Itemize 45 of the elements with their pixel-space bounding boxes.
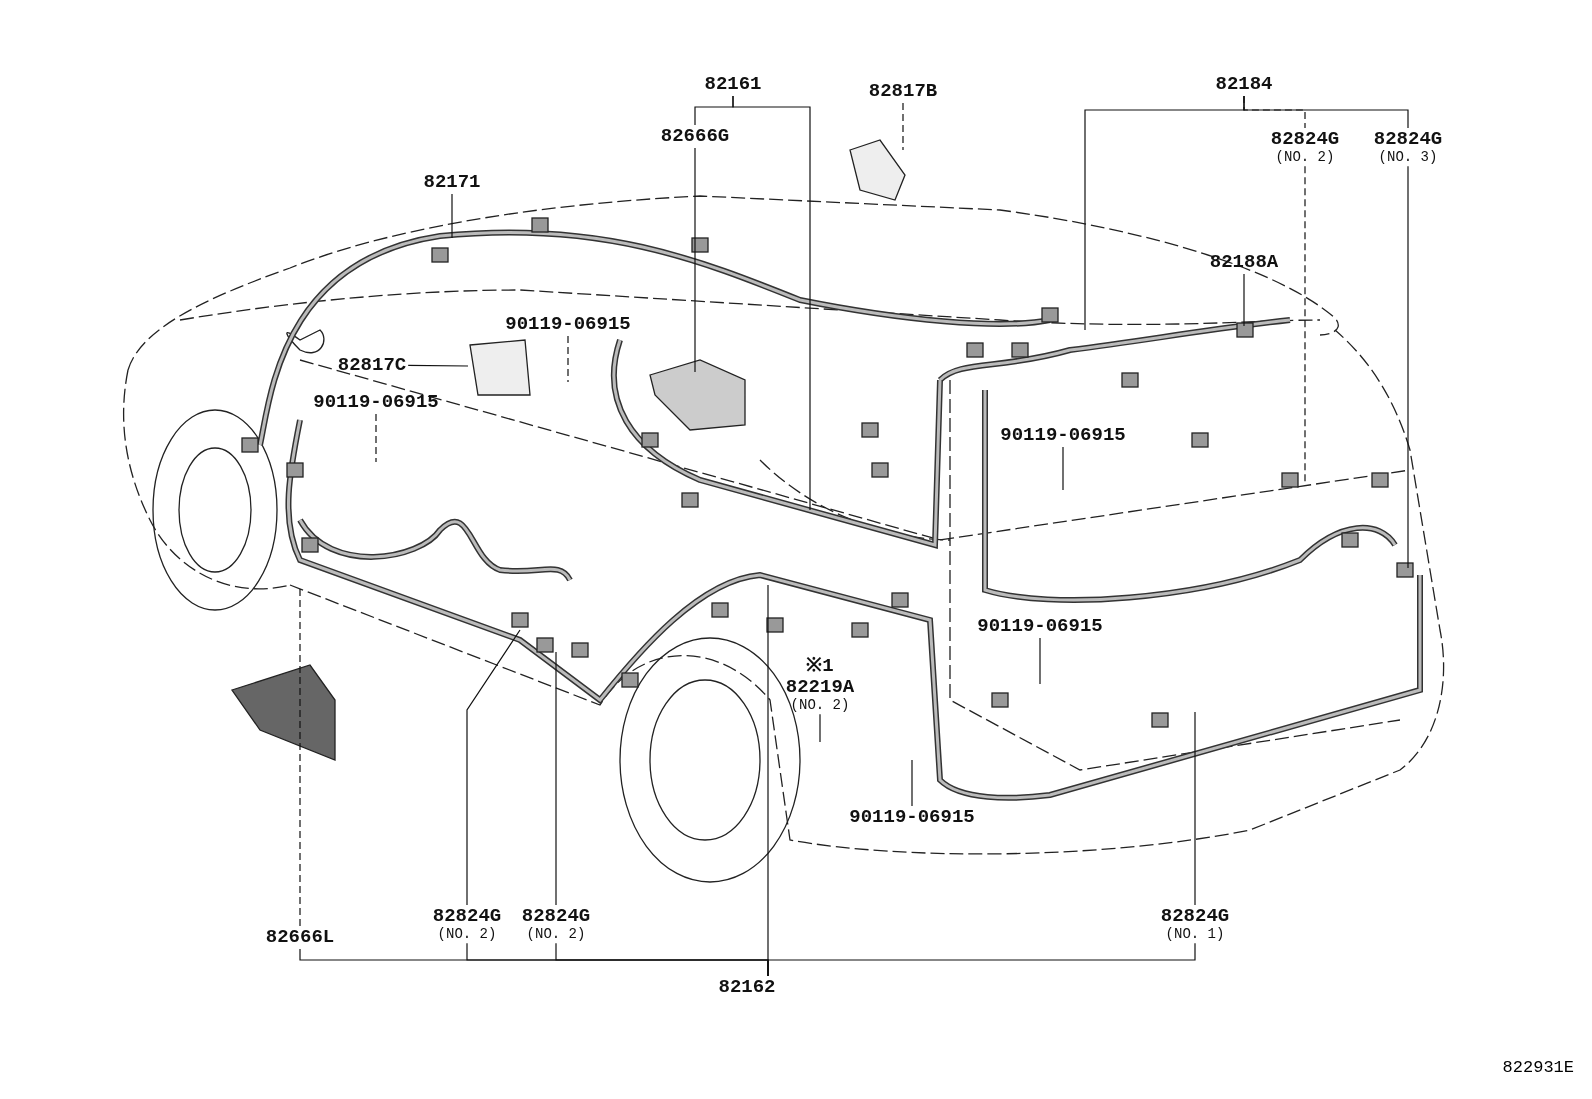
leader-line — [1062, 446, 1064, 491]
part-number: 90119-06915 — [977, 616, 1103, 637]
leader-line — [1243, 273, 1245, 327]
variant-note: (NO. 2) — [1275, 149, 1335, 166]
leader-line — [1407, 165, 1409, 569]
leader-line — [694, 147, 696, 373]
leader-line — [466, 629, 521, 906]
leader-line — [451, 193, 453, 239]
part-number: 90119-06915 — [313, 392, 439, 413]
part-number: 82171 — [423, 172, 481, 193]
part-number: 82824G — [521, 906, 591, 927]
leader-line — [407, 364, 469, 367]
drawing-number: 822931E — [1502, 1058, 1574, 1077]
leader-line — [555, 651, 557, 906]
part-number: 82817C — [337, 355, 407, 376]
leader-line — [567, 335, 569, 383]
leader-line — [1194, 711, 1196, 906]
part-number: 82666L — [265, 927, 335, 948]
part-number: 82817B — [868, 81, 938, 102]
variant-note: (NO. 3) — [1378, 149, 1438, 166]
leader-line — [732, 95, 811, 511]
variant-note: (NO. 2) — [437, 926, 497, 943]
part-number: 90119-06915 — [1000, 425, 1126, 446]
part-number: 82666G — [660, 126, 730, 147]
leader-line — [1243, 95, 1306, 129]
variant-note: (NO. 1) — [1165, 926, 1225, 943]
part-number: 82188A — [1209, 252, 1279, 273]
leader-line — [375, 413, 377, 463]
variant-note: (NO. 2) — [790, 697, 850, 714]
part-number: 82824G — [1270, 129, 1340, 150]
variant-note: (NO. 2) — [526, 926, 586, 943]
leader-line — [902, 102, 904, 151]
part-number: 82824G — [1160, 906, 1230, 927]
part-number: ※1 — [806, 656, 834, 677]
part-number: 90119-06915 — [849, 807, 975, 828]
part-number: 82219A — [785, 676, 855, 698]
leader-line — [1039, 637, 1041, 685]
leader-line — [911, 759, 913, 807]
part-number: 82824G — [1373, 129, 1443, 150]
part-number: 82162 — [718, 977, 776, 998]
part-number: 82824G — [432, 906, 502, 927]
part-number: 90119-06915 — [505, 314, 631, 335]
part-number: 82184 — [1215, 74, 1273, 95]
leader-line — [819, 713, 821, 743]
part-number: 82161 — [704, 74, 762, 95]
